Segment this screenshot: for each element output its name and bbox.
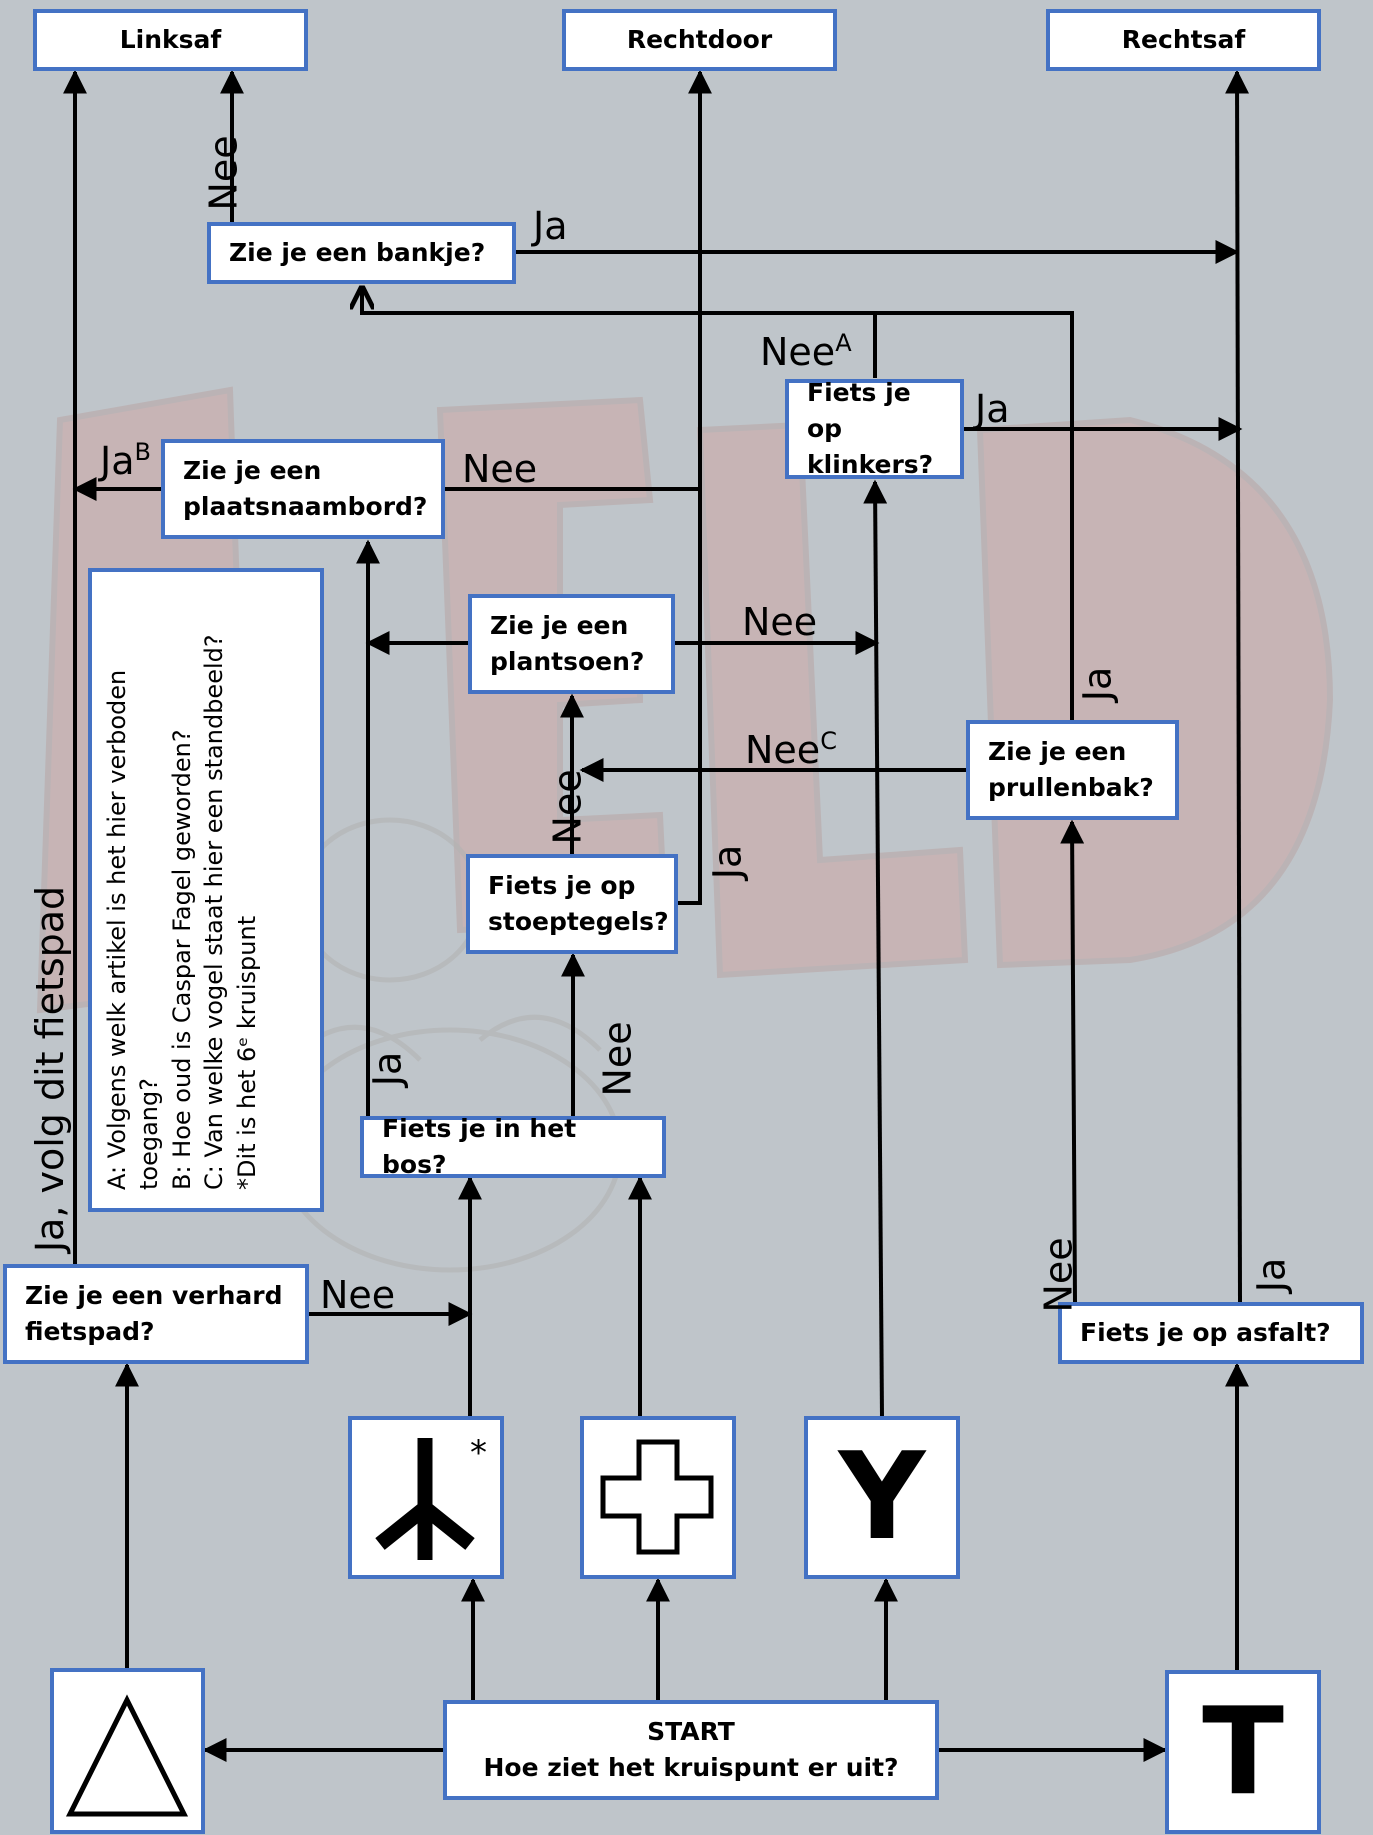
question-bos: Fiets je in het bos? [360,1114,666,1179]
exit-left-label: Linksaf [119,24,222,54]
question-stoeptegels-line1: Fiets je op [488,870,636,900]
label-stoeptegels-nee: Nee [545,769,590,845]
question-plantsoen: Zie je een plantsoen? [468,594,675,694]
start-question: Hoe ziet het kruispunt er uit? [483,1753,899,1782]
question-prullenbak: Zie je een prullenbak? [966,720,1179,820]
question-fietspad-line2: fietspad? [25,1317,155,1346]
t-junction-symbol: T [1165,1670,1321,1834]
question-prullenbak-line2: prullenbak? [988,773,1154,802]
label-plaatsnaambord-nee: Nee [462,447,538,491]
question-bankje: Zie je een bankje? [207,222,516,284]
footnotes-box: A: Volgens welk artikel is het hier verb… [88,568,324,1212]
label-bos-ja: Ja [365,1051,410,1087]
cross-junction-symbol [580,1416,736,1579]
question-bankje-text: Zie je een bankje? [229,237,486,267]
y-junction-glyph: Y [838,1428,926,1567]
footnote-a: A: Volgens welk artikel is het hier verb… [103,669,164,1190]
question-plantsoen-line1: Zie je een [490,610,629,640]
label-asfalt-ja: Ja [1249,1257,1294,1293]
fork-star-marker: * [470,1433,487,1473]
label-prullenbak-nee: NeeC [745,728,837,772]
footnotes-text: A: Volgens welk artikel is het hier verb… [101,590,311,1190]
cross-icon [600,1439,714,1555]
label-bos-nee: Nee [595,1021,640,1097]
question-klinkers-line1: Fiets je op [807,377,911,443]
exit-left-box: Linksaf [33,9,308,71]
t-junction-glyph: T [1202,1682,1284,1822]
exit-straight-label: Rechtdoor [626,24,773,54]
footnote-c: C: Van welke vogel staat hier een standb… [200,634,229,1190]
label-prullenbak-nee-text: Nee [745,728,821,772]
question-plantsoen-line2: plantsoen? [490,647,645,676]
label-plaatsnaambord-ja-sup: B [134,438,151,466]
question-plaatsnaambord-line2: plaatsnaambord? [183,492,428,521]
question-verhard-fietspad: Zie je een verhard fietspad? [3,1264,309,1364]
footnote-b: B: Hoe oud is Caspar Fagel geworden? [167,729,196,1190]
label-stoeptegels-ja: Ja [705,844,750,880]
label-asfalt-nee: Nee [1036,1237,1081,1313]
start-title: START [647,1716,735,1746]
question-asfalt: Fiets je op asfalt? [1058,1302,1364,1364]
footnote-star: *Dit is het 6ᵉ kruispunt [232,915,261,1190]
exit-right-label: Rechtsaf [1121,24,1246,54]
question-prullenbak-line1: Zie je een [988,736,1127,766]
label-klinkers-ja: Ja [975,387,1010,431]
fork-icon [375,1438,475,1560]
question-fietspad-line1: Zie je een verhard [25,1280,283,1310]
question-klinkers-line2: klinkers? [807,450,934,480]
question-stoeptegels-line2: stoeptegels? [488,907,669,936]
label-plaatsnaambord-ja: JaB [100,439,151,483]
label-fietspad-nee: Nee [320,1273,396,1317]
question-plaatsnaambord-line1: Zie je een [183,455,322,485]
label-prullenbak-nee-sup: C [820,727,837,755]
label-klinkers-nee-sup: A [835,329,852,357]
fork-junction-symbol: * [348,1416,504,1579]
label-plaatsnaambord-ja-text: Ja [100,439,135,483]
label-prullenbak-ja: Ja [1075,666,1120,702]
label-follow-path: Ja, volg dit fietspad [28,885,73,1253]
exit-straight-box: Rechtdoor [562,9,837,71]
label-plantsoen-nee: Nee [742,600,818,644]
y-junction-symbol: Y [804,1416,960,1579]
start-box: START Hoe ziet het kruispunt er uit? [443,1700,939,1800]
question-asfalt-text: Fiets je op asfalt? [1080,1317,1331,1347]
question-plaatsnaambord: Zie je een plaatsnaambord? [161,439,445,539]
triangle-junction-symbol [50,1668,205,1834]
question-stoeptegels: Fiets je op stoeptegels? [466,854,678,954]
question-bos-text: Fiets je in het bos? [382,1113,577,1179]
triangle-icon [65,1694,189,1817]
label-bankje-ja: Ja [533,204,568,248]
exit-right-box: Rechtsaf [1046,9,1321,71]
question-klinkers: Fiets je op klinkers? [785,378,964,479]
label-klinkers-nee-text: Nee [760,330,836,374]
label-bankje-nee: Nee [201,135,246,211]
label-klinkers-nee: NeeA [760,330,852,374]
